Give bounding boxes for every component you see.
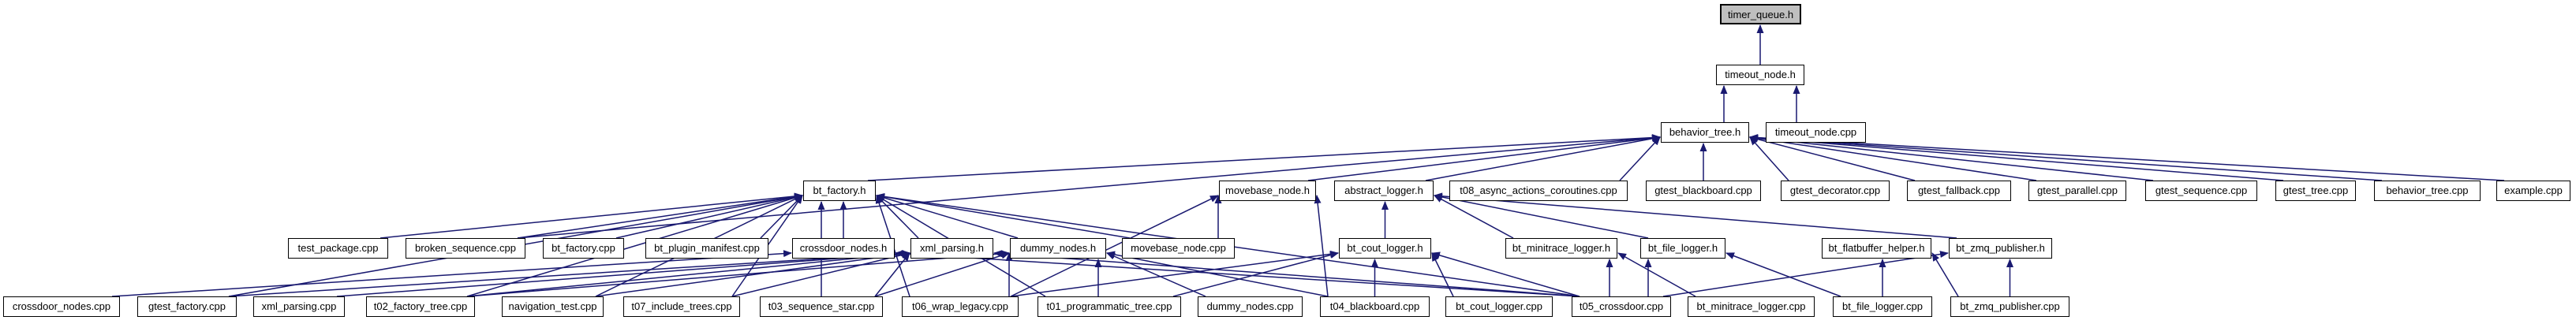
include-edge bbox=[1749, 135, 2037, 181]
file-node-bt_plugin_manifest.cpp[interactable]: bt_plugin_manifest.cpp bbox=[645, 238, 768, 259]
include-edge bbox=[876, 195, 919, 239]
file-node-bt_minitrace_logger.cpp[interactable]: bt_minitrace_logger.cpp bbox=[1688, 296, 1815, 317]
file-node-bt_cout_logger.cpp[interactable]: bt_cout_logger.cpp bbox=[1445, 296, 1553, 317]
include-edge bbox=[1434, 193, 1649, 239]
include-edge bbox=[1431, 252, 1454, 297]
include-edge bbox=[1307, 134, 1661, 181]
file-node-gtest_factory.cpp[interactable]: gtest_factory.cpp bbox=[137, 296, 237, 317]
file-node-bt_flatbuffer_helper.h[interactable]: bt_flatbuffer_helper.h bbox=[1822, 238, 1931, 259]
include-edge bbox=[1106, 252, 1206, 297]
include-edge bbox=[1425, 135, 1661, 181]
file-node-t05_crossdoor.cpp[interactable]: t05_crossdoor.cpp bbox=[1572, 296, 1671, 317]
include-edge bbox=[1434, 192, 1957, 239]
file-node-t08_async_actions_coroutines.cpp[interactable]: t08_async_actions_coroutines.cpp bbox=[1449, 181, 1628, 201]
file-node-bt_file_logger.h[interactable]: bt_file_logger.h bbox=[1640, 238, 1725, 259]
file-node-t04_blackboard.cpp[interactable]: t04_blackboard.cpp bbox=[1320, 296, 1430, 317]
file-node-bt_zmq_publisher.cpp[interactable]: bt_zmq_publisher.cpp bbox=[1950, 296, 2069, 317]
file-node-movebase_node.cpp[interactable]: movebase_node.cpp bbox=[1122, 238, 1235, 259]
file-node-bt_zmq_publisher.h[interactable]: bt_zmq_publisher.h bbox=[1949, 238, 2052, 259]
include-edge bbox=[111, 250, 792, 297]
include-edge bbox=[1749, 134, 2154, 181]
file-node-gtest_tree.cpp[interactable]: gtest_tree.cpp bbox=[2275, 181, 2356, 201]
file-node-bt_factory.h[interactable]: bt_factory.h bbox=[803, 181, 876, 201]
include-edge bbox=[1749, 136, 1916, 181]
include-edge bbox=[615, 193, 803, 239]
include-edge bbox=[993, 250, 1580, 297]
file-node-gtest_fallback.cpp[interactable]: gtest_fallback.cpp bbox=[1907, 181, 2011, 201]
file-node-behavior_tree.cpp[interactable]: behavior_tree.cpp bbox=[2374, 181, 2481, 201]
include-edge bbox=[876, 194, 1019, 239]
include-edge bbox=[466, 250, 1010, 297]
include-edge bbox=[336, 250, 910, 297]
file-node-bt_factory.cpp[interactable]: bt_factory.cpp bbox=[543, 238, 624, 259]
include-edge bbox=[1725, 252, 1841, 297]
include-edge bbox=[1172, 251, 1339, 297]
file-node-bt_cout_logger.h[interactable]: bt_cout_logger.h bbox=[1339, 238, 1431, 259]
file-node-t06_wrap_legacy.cpp[interactable]: t06_wrap_legacy.cpp bbox=[902, 296, 1019, 317]
include-edge bbox=[1010, 250, 1339, 297]
file-node-dummy_nodes.h[interactable]: dummy_nodes.h bbox=[1010, 238, 1106, 259]
include-edge bbox=[1749, 136, 1789, 181]
file-node-behavior_tree.h[interactable]: behavior_tree.h bbox=[1661, 122, 1749, 143]
include-edge bbox=[1314, 195, 1329, 297]
file-node-gtest_blackboard.cpp[interactable]: gtest_blackboard.cpp bbox=[1646, 181, 1761, 201]
include-edge bbox=[595, 250, 910, 297]
include-edge bbox=[876, 193, 1131, 239]
file-node-timeout_node.h[interactable]: timeout_node.h bbox=[1716, 65, 1804, 85]
file-node-dummy_nodes.cpp[interactable]: dummy_nodes.cpp bbox=[1198, 296, 1303, 317]
file-node-gtest_decorator.cpp[interactable]: gtest_decorator.cpp bbox=[1781, 181, 1890, 201]
include-edge bbox=[731, 251, 910, 297]
file-node-xml_parsing.cpp[interactable]: xml_parsing.cpp bbox=[253, 296, 345, 317]
file-node-crossdoor_nodes.h[interactable]: crossdoor_nodes.h bbox=[792, 238, 895, 259]
include-edge bbox=[867, 134, 1661, 181]
file-node-timeout_node.cpp[interactable]: timeout_node.cpp bbox=[1766, 122, 1866, 143]
include-edge bbox=[874, 252, 910, 297]
file-node-xml_parsing.h[interactable]: xml_parsing.h bbox=[910, 238, 993, 259]
include-edge bbox=[1931, 252, 1959, 297]
file-node-t07_include_trees.cpp[interactable]: t07_include_trees.cpp bbox=[623, 296, 740, 317]
file-node-gtest_parallel.cpp[interactable]: gtest_parallel.cpp bbox=[2028, 181, 2126, 201]
file-node-broken_sequence.cpp[interactable]: broken_sequence.cpp bbox=[406, 238, 525, 259]
file-node-abstract_logger.h[interactable]: abstract_logger.h bbox=[1334, 181, 1434, 201]
file-node-test_package.cpp[interactable]: test_package.cpp bbox=[288, 238, 388, 259]
include-edge bbox=[1431, 251, 1580, 297]
file-node-example.cpp[interactable]: example.cpp bbox=[2496, 181, 2570, 201]
file-node-movebase_node.h[interactable]: movebase_node.h bbox=[1219, 181, 1316, 201]
file-node-navigation_test.cpp[interactable]: navigation_test.cpp bbox=[502, 296, 604, 317]
file-node-bt_minitrace_logger.h[interactable]: bt_minitrace_logger.h bbox=[1505, 238, 1617, 259]
include-edge bbox=[1010, 195, 1219, 297]
include-edge bbox=[517, 134, 1661, 239]
include-edge bbox=[1434, 195, 1514, 239]
include-edge bbox=[466, 250, 910, 297]
include-edge bbox=[517, 193, 803, 239]
include-edge bbox=[1106, 251, 1329, 297]
include-edge bbox=[1662, 251, 1949, 297]
include-edge bbox=[1749, 134, 2284, 181]
file-node-crossdoor_nodes.cpp[interactable]: crossdoor_nodes.cpp bbox=[3, 296, 120, 317]
file-node-t01_programmatic_tree.cpp[interactable]: t01_programmatic_tree.cpp bbox=[1038, 296, 1181, 317]
root-file-node-timer_queue.h: timer_queue.h bbox=[1720, 4, 1801, 24]
file-node-gtest_sequence.cpp[interactable]: gtest_sequence.cpp bbox=[2145, 181, 2257, 201]
include-edge bbox=[228, 250, 910, 297]
file-node-t02_factory_tree.cpp[interactable]: t02_factory_tree.cpp bbox=[366, 296, 475, 317]
include-edge bbox=[379, 192, 803, 239]
include-edge bbox=[1619, 136, 1661, 181]
include-edge bbox=[1617, 252, 1696, 297]
include-edge bbox=[874, 251, 1010, 297]
include-edge bbox=[1749, 134, 2383, 181]
file-node-bt_file_logger.cpp[interactable]: bt_file_logger.cpp bbox=[1833, 296, 1932, 317]
file-node-t03_sequence_star.cpp[interactable]: t03_sequence_star.cpp bbox=[760, 296, 883, 317]
include-edge bbox=[466, 194, 803, 297]
include-edge bbox=[895, 250, 1580, 297]
include-edge bbox=[1749, 134, 2505, 181]
